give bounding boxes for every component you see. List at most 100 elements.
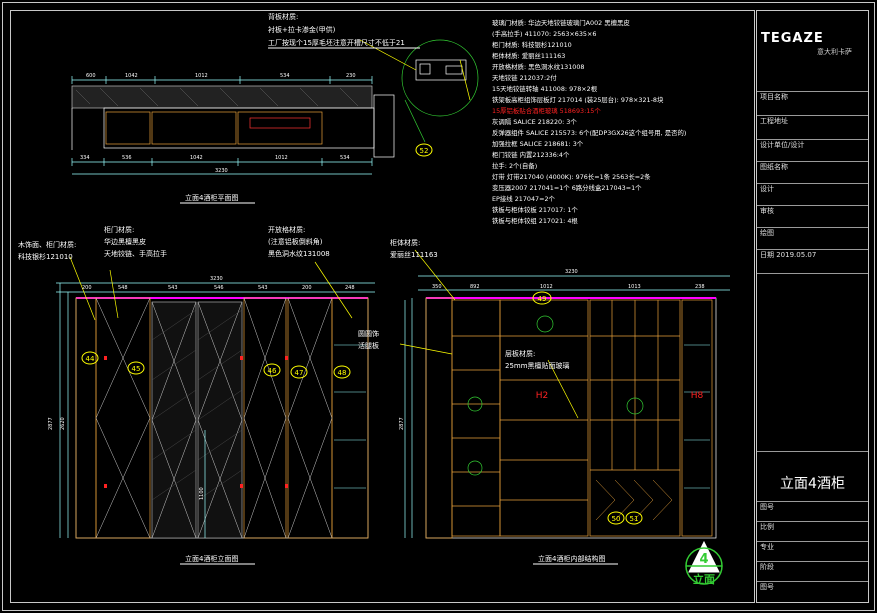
note-rs-0: 圆圆饰 (358, 329, 379, 338)
inner-total: 3230 (565, 269, 578, 275)
spec-5: 天地铰链 212037:2付 (492, 73, 557, 82)
note-rc-0: 层板材质: (505, 349, 535, 358)
tb-row-9: 图号 (757, 501, 868, 512)
elev-dim-5: 200 (302, 285, 312, 291)
symbol-label: 立面 (693, 572, 715, 586)
tag-49: 49 (538, 295, 547, 303)
inner-dim-2: 1012 (540, 284, 553, 290)
note-top-1: 衬板+拉卡渗金(甲供) (268, 25, 336, 34)
elev-dim-0: 200 (82, 285, 92, 291)
elev-dim-1: 548 (118, 285, 128, 291)
plan-bdim-0: 334 (80, 155, 90, 161)
elevation-view (56, 256, 375, 539)
sheet-title: 立面4酒柜 (780, 476, 845, 492)
elev-total: 3230 (210, 276, 223, 282)
spec-13: 拉手: 2个(自备) (492, 161, 537, 170)
spec-14: 灯带 灯带217040 (4000K): 976长=1条 2563长=2条 (492, 172, 651, 181)
tb-row-10: 比例 (757, 521, 868, 532)
symbol-number: 4 (699, 552, 708, 567)
tag-48: 48 (338, 369, 347, 377)
tb-row-1: 工程地址 (757, 115, 868, 126)
spec-11: 加强拉框 SALICE 218681: 3个 (492, 139, 584, 148)
tag-46: 46 (268, 367, 277, 375)
plan-bdim-1: 536 (122, 155, 132, 161)
tb-row-blank (757, 451, 868, 452)
elev-dim-2: 543 (168, 285, 178, 291)
tb-row-2: 设计单位/设计 (757, 139, 868, 150)
note-rs-1: 活腿板 (358, 341, 379, 350)
note-mid-1: 华边黑檀黑皮 (104, 237, 146, 246)
inner-dim-4: 238 (695, 284, 705, 290)
spec-15: 变压器2007 217041=1个 6路分线盒217043=1个 (492, 183, 642, 192)
note-top-2: 工厂按现个15厚毛坯注意开槽尺寸不低于21 (268, 38, 405, 47)
logo-sub: 意大利卡萨 (817, 48, 852, 56)
spec-1: (手高拉手) 411070: 2563×635×6 (492, 29, 596, 38)
tag-45: 45 (132, 365, 141, 373)
elev-dim-6: 248 (345, 285, 355, 291)
plan-view (71, 39, 479, 175)
plan-title: 立面4酒柜平面图 (185, 193, 238, 202)
elev-dim-3: 546 (214, 285, 224, 291)
section-symbol: 4 立面 (685, 540, 723, 586)
plan-bdim-3: 1012 (275, 155, 288, 161)
note-midl-0: 木饰面、柜门材质: (18, 240, 76, 249)
spec-18: 铁板与柜体铰组 217021: 4根 (492, 216, 578, 225)
plan-bdim-4: 534 (340, 155, 350, 161)
tag-50: 50 (612, 515, 621, 523)
inner-title: 立面4酒柜内部结构图 (538, 554, 605, 563)
spec-list: 玻璃门材质: 华边天地铰链玻璃门A002 黑檀黑皮 (手高拉手) 411070:… (492, 18, 686, 225)
plan-bdim-2: 1042 (190, 155, 203, 161)
logo: TEGAZE (761, 31, 824, 46)
spec-12: 柜门铰链 内置212336:4个 (492, 150, 570, 159)
inner-dim-3: 1013 (628, 284, 641, 290)
spec-3: 柜体材质: 爱丽丝111163 (492, 51, 565, 60)
spec-10: 反弹器组件 SALICE 215573: 6个(配DP3GX26这个组号用, 是… (492, 128, 686, 137)
spec-6: 15天地铰链转轴 411008: 978×2根 (492, 84, 598, 93)
plan-dim-2: 1012 (195, 73, 208, 79)
tb-row-3: 图纸名称 (757, 161, 868, 172)
mark-h2: H2 (536, 391, 549, 401)
elev-dim-4: 543 (258, 285, 268, 291)
tb-row-11: 专业 (757, 541, 868, 552)
plan-dim-0: 600 (86, 73, 96, 79)
plan-dim-4: 230 (346, 73, 356, 79)
spec-2: 柜门材质: 科技银杉121010 (492, 40, 572, 49)
plan-dim-1: 1042 (125, 73, 138, 79)
plan-dim-3: 534 (280, 73, 290, 79)
tb-row-6: 绘图 (757, 227, 868, 238)
inner-dim-0: 350 (432, 284, 442, 290)
note-midl-1: 科技银杉121010 (18, 252, 73, 261)
mark-h8: H8 (691, 391, 704, 401)
spec-4: 开放格材质: 黑色洞水纹131008 (492, 62, 585, 71)
inner-structure-view (399, 249, 730, 539)
inner-dim-1: 892 (470, 284, 480, 290)
height-dim-0: 2877 (48, 417, 54, 430)
note-rt-1: 爱丽丝111163 (390, 250, 438, 259)
note-rt-0: 柜体材质: (390, 238, 420, 247)
spec-9: 灰调隔 SALICE 218220: 3个 (492, 117, 577, 126)
tag-44: 44 (86, 355, 95, 363)
note-midc-2: 黑色洞水纹131008 (268, 249, 330, 258)
note-midc-0: 开放格材质: (268, 225, 305, 234)
height-dim-3: 2877 (399, 417, 405, 430)
height-dim-1: 2620 (60, 417, 66, 430)
height-dim-2: 1100 (199, 487, 205, 500)
spec-8: 15厚铝板贴合酒柜玻璃 518693:15个 (492, 106, 601, 115)
tag-52: 52 (420, 147, 429, 155)
spec-7: 铁架板高柜组饰层板灯 217014 (装25层台): 978×321-8块 (492, 95, 664, 104)
tb-row-12: 阶段 (757, 561, 868, 572)
tb-row-0: 项目名称 (757, 91, 868, 102)
note-mid-0: 柜门材质: (104, 225, 134, 234)
tb-row-13: 图号 (757, 581, 868, 592)
note-rc-1: 25mm黑檀贴面玻璃 (505, 361, 570, 370)
spec-17: 铁板与柜体铰板 217017: 1个 (492, 205, 578, 214)
title-block: TEGAZE 意大利卡萨 项目名称 工程地址 设计单位/设计 图纸名称 设计 审… (756, 10, 869, 603)
tag-47: 47 (295, 369, 304, 377)
note-mid-2: 天地铰链、手高拉手 (104, 249, 167, 258)
spec-16: EP接线 217047=2个 (492, 194, 556, 203)
tb-row-5: 审核 (757, 205, 868, 216)
tag-51: 51 (630, 515, 639, 523)
tb-row-8 (757, 273, 868, 433)
